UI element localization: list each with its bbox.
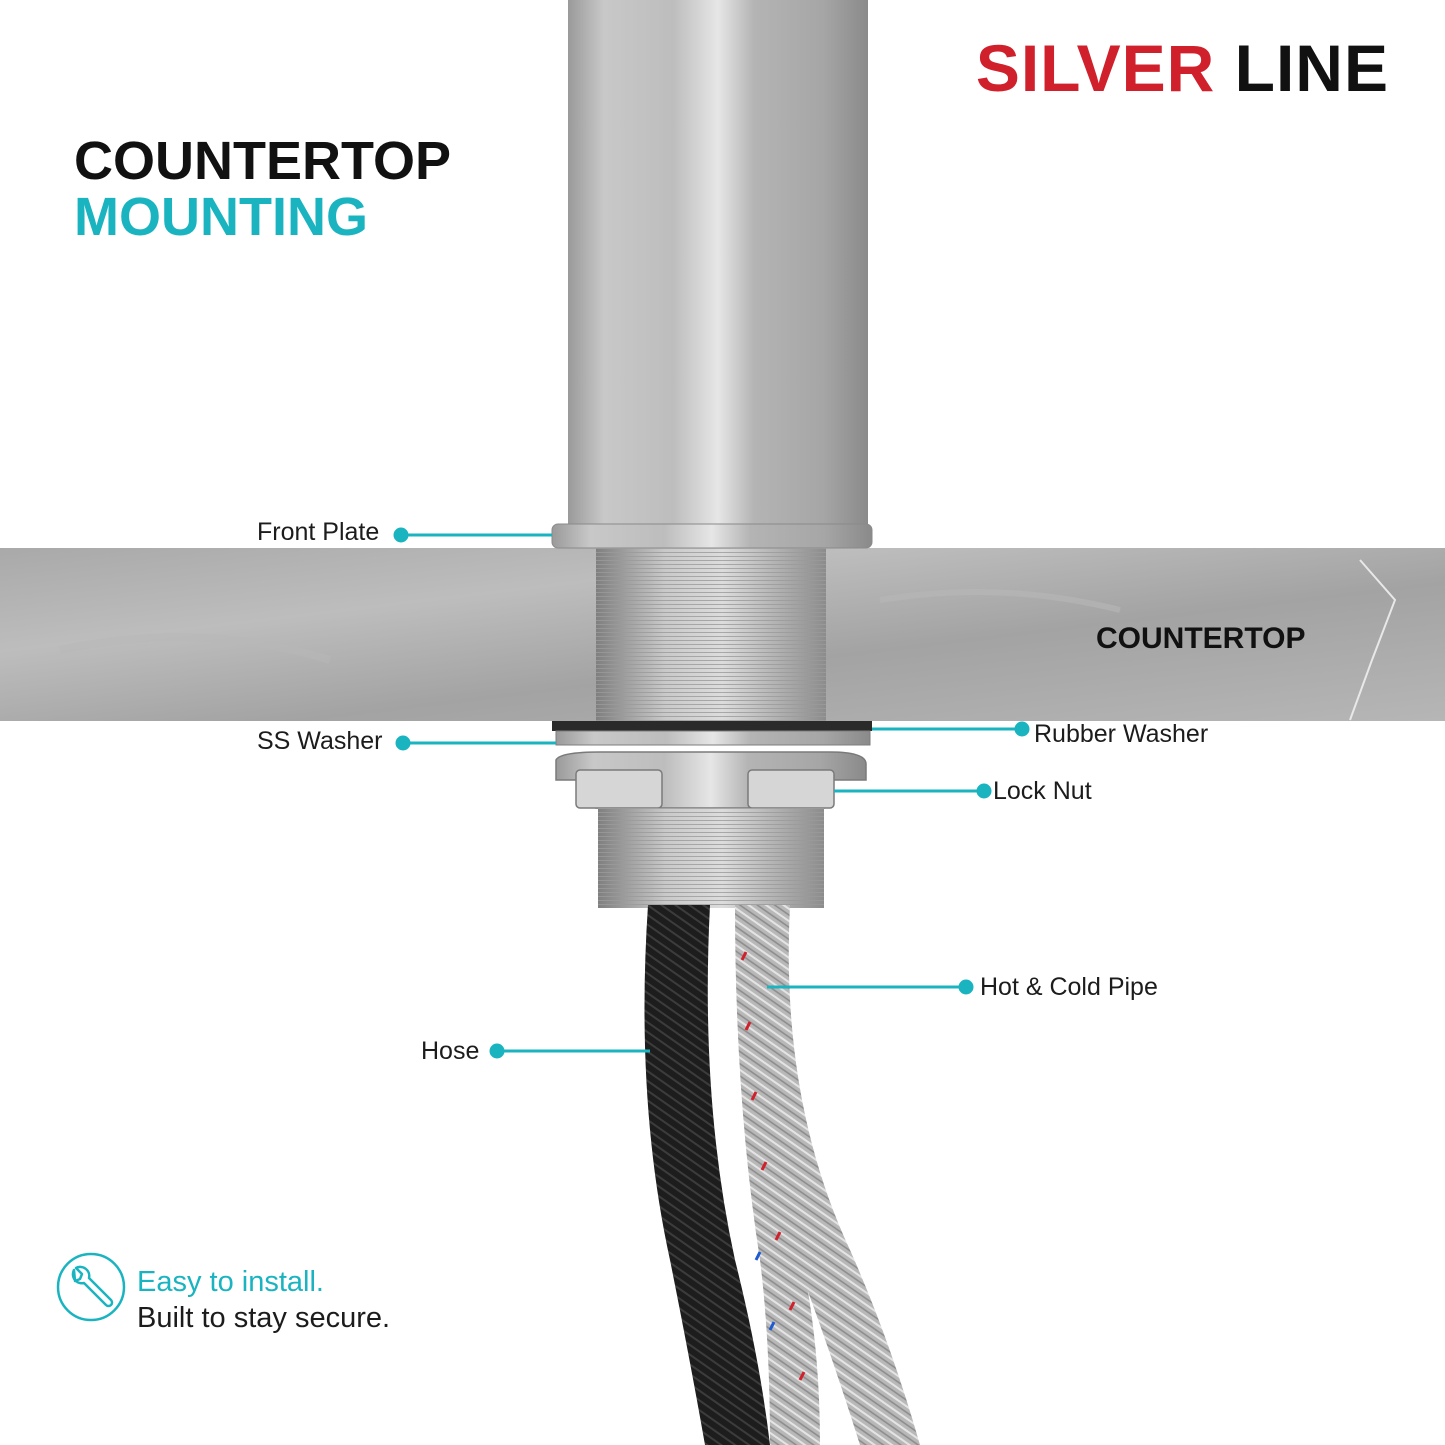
front-plate-label: Front Plate (257, 518, 380, 546)
tagline-line2: Built to stay secure. (137, 1302, 391, 1334)
lock-nut-label: Lock Nut (993, 777, 1092, 805)
hose (644, 905, 770, 1445)
heading-line2: MOUNTING (74, 187, 368, 247)
rubber-washer (552, 721, 872, 731)
brand-part2: LINE (1234, 31, 1389, 105)
countertop-label: COUNTERTOP (1096, 622, 1306, 655)
ss-washer-label: SS Washer (257, 727, 383, 755)
brand-part1: SILVER (975, 31, 1216, 105)
ss-washer (555, 730, 871, 746)
faucet-body (568, 0, 868, 525)
hot-cold-pipe-label: Hot & Cold Pipe (980, 973, 1158, 1001)
hot-cold-pipe (755, 905, 920, 1445)
tagline-line1: Easy to install. (137, 1266, 324, 1298)
hose-label: Hose (421, 1037, 480, 1065)
brand-logo: SILVER LINE (976, 30, 1389, 106)
front-plate (551, 523, 873, 549)
heading-line1: COUNTERTOP (74, 131, 452, 191)
wrench-icon (56, 1252, 126, 1322)
rubber-washer-label: Rubber Washer (1034, 720, 1209, 748)
